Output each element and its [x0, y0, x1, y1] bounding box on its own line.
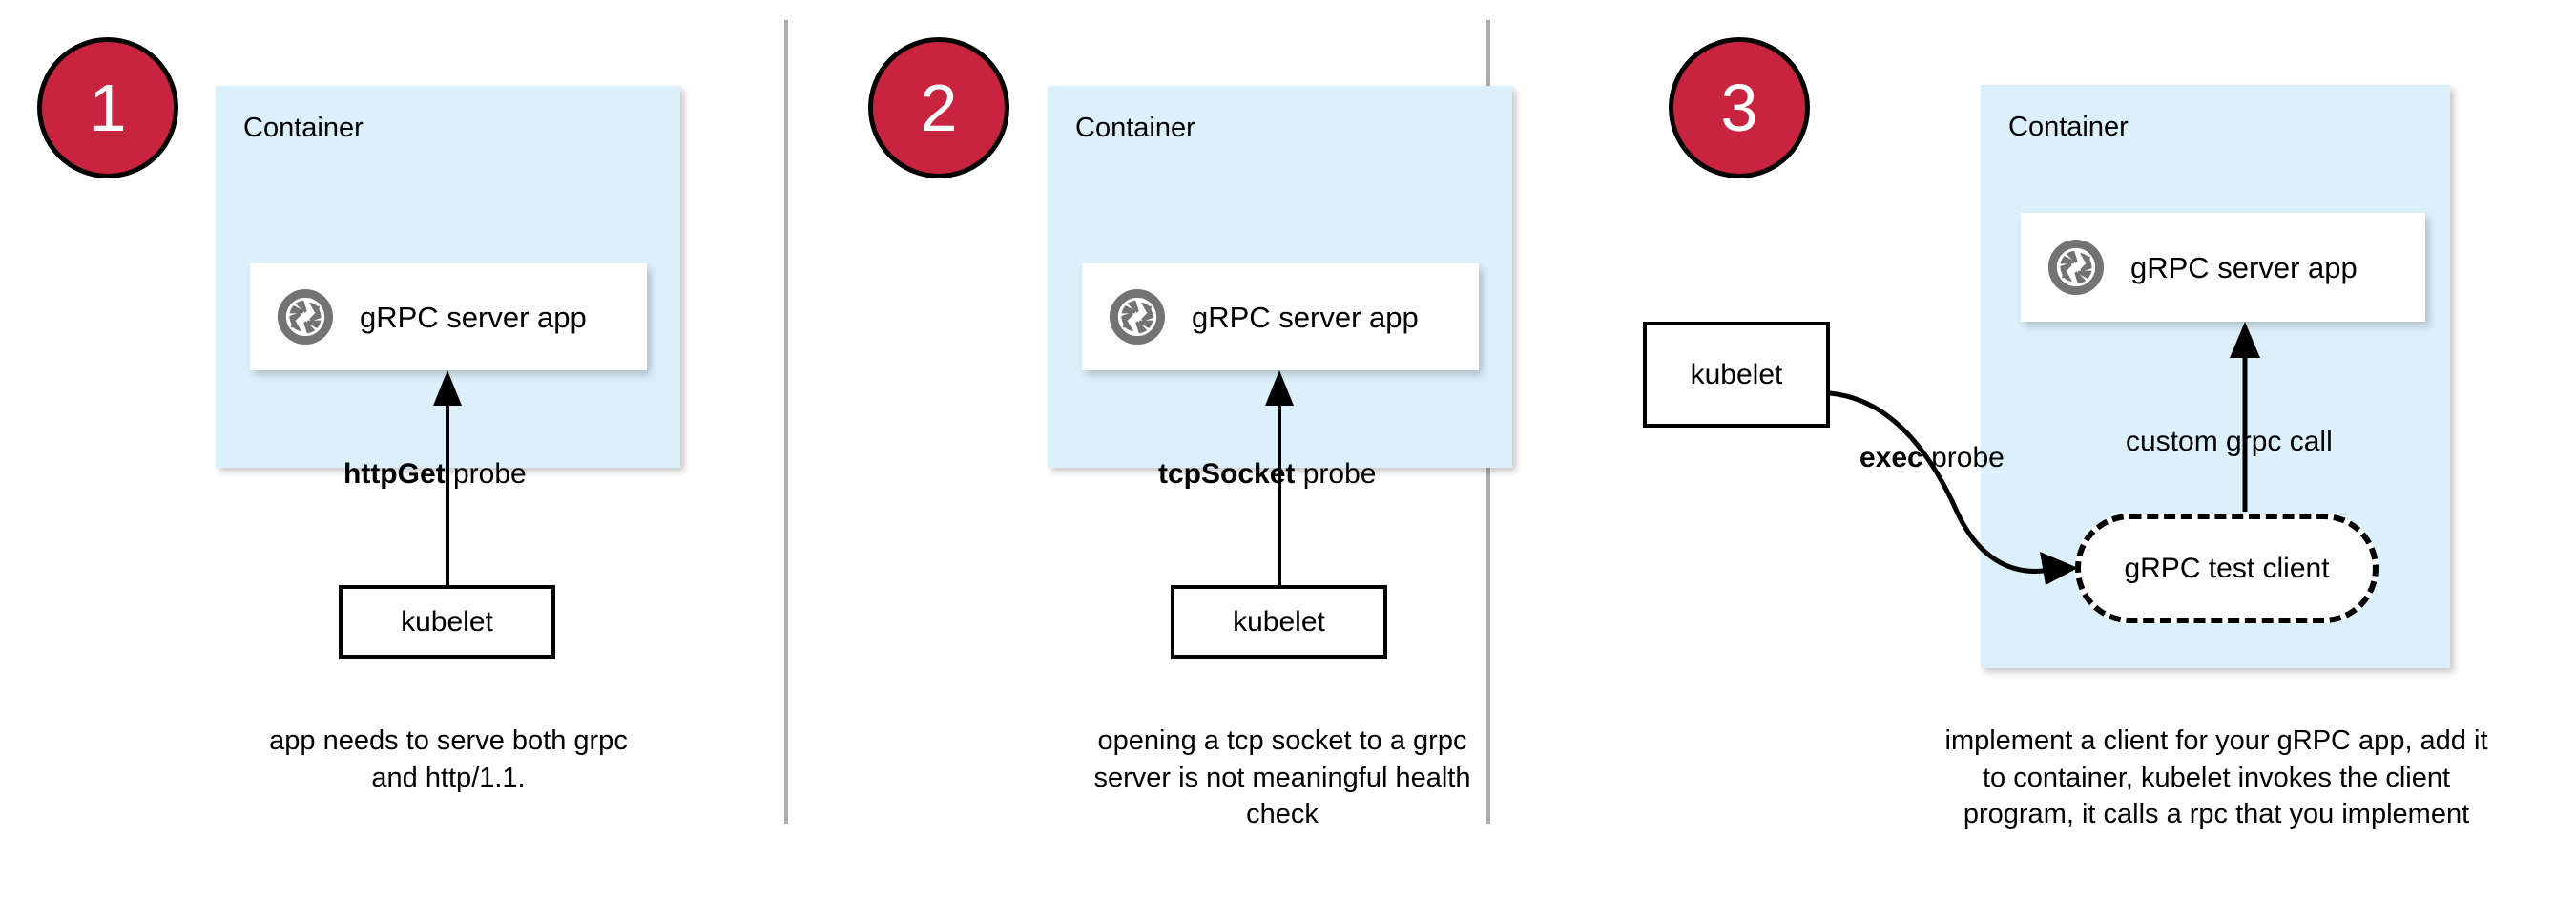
step-badge-3: 3	[1669, 37, 1810, 178]
tcpsocket-probe-label: tcpSocket probe	[1158, 460, 1376, 489]
custom-grpc-call-label: custom grpc call	[2126, 426, 2333, 457]
step-badge-1: 1	[37, 37, 178, 178]
caption-line: to container, kubelet invokes the client	[1982, 762, 2451, 793]
tcpsocket-probe-label-rest: probe	[1295, 458, 1377, 490]
exec-probe-label: exec probe	[1859, 444, 2005, 472]
step-badge-number: 3	[1720, 71, 1758, 145]
grpc-server-app-label: gRPC server app	[2130, 250, 2358, 284]
kubelet-label: kubelet	[1690, 358, 1783, 390]
httpget-probe-label: httpGet probe	[343, 460, 527, 489]
httpget-probe-label-rest: probe	[445, 458, 527, 490]
container-label: Container	[1075, 113, 1195, 143]
caption-3: implement a client for your gRPC app, ad…	[1859, 723, 2574, 833]
grpc-server-app-label: gRPC server app	[1192, 300, 1419, 334]
caption-line: implement a client for your gRPC app, ad…	[1944, 725, 2488, 756]
grpc-server-app-box-3: gRPC server app	[2021, 213, 2425, 322]
container-label: Container	[243, 113, 364, 143]
caption-line: and http/1.1.	[371, 762, 526, 793]
caption-line: opening a tcp socket to a grpc	[1097, 725, 1467, 756]
grpc-test-client-box: gRPC test client	[2075, 514, 2379, 623]
panel-exec-probe: 3 Container gRPC server app	[1488, 0, 2576, 923]
kubelet-box-2: kubelet	[1171, 585, 1387, 659]
caption-line: app needs to serve both grpc	[269, 725, 628, 756]
step-badge-number: 1	[89, 71, 127, 145]
exec-probe-label-rest: probe	[1922, 442, 2005, 473]
container-label: Container	[2008, 112, 2129, 142]
grpc-aperture-icon	[1109, 288, 1166, 346]
step-badge-number: 2	[920, 71, 958, 145]
grpc-aperture-icon	[277, 288, 334, 346]
panel-divider-1	[784, 20, 788, 824]
step-badge-2: 2	[868, 37, 1009, 178]
caption-1: app needs to serve both grpc and http/1.…	[219, 723, 677, 796]
kubelet-label: kubelet	[1233, 605, 1325, 638]
grpc-test-client-label: gRPC test client	[2124, 552, 2330, 584]
panel-httpget-probe: 1 Container	[0, 0, 786, 923]
httpget-probe-label-bold: httpGet	[343, 458, 446, 490]
kubelet-box-3: kubelet	[1643, 322, 1830, 428]
caption-2: opening a tcp socket to a grpc server is…	[1044, 723, 1521, 833]
grpc-server-app-label: gRPC server app	[360, 300, 587, 334]
grpc-aperture-icon	[2047, 239, 2105, 296]
exec-probe-label-bold: exec	[1859, 442, 1923, 473]
caption-line: server is not meaningful health	[1093, 762, 1471, 793]
kubelet-label: kubelet	[401, 605, 493, 638]
panel-tcpsocket-probe: 2 Container	[786, 0, 1512, 923]
tcpsocket-probe-label-bold: tcpSocket	[1158, 458, 1296, 490]
caption-line: check	[1246, 799, 1319, 830]
grpc-server-app-box-1: gRPC server app	[250, 263, 647, 370]
caption-line: program, it calls a rpc that you impleme…	[1963, 799, 2470, 830]
kubelet-box-1: kubelet	[339, 585, 555, 659]
grpc-server-app-box-2: gRPC server app	[1082, 263, 1479, 370]
